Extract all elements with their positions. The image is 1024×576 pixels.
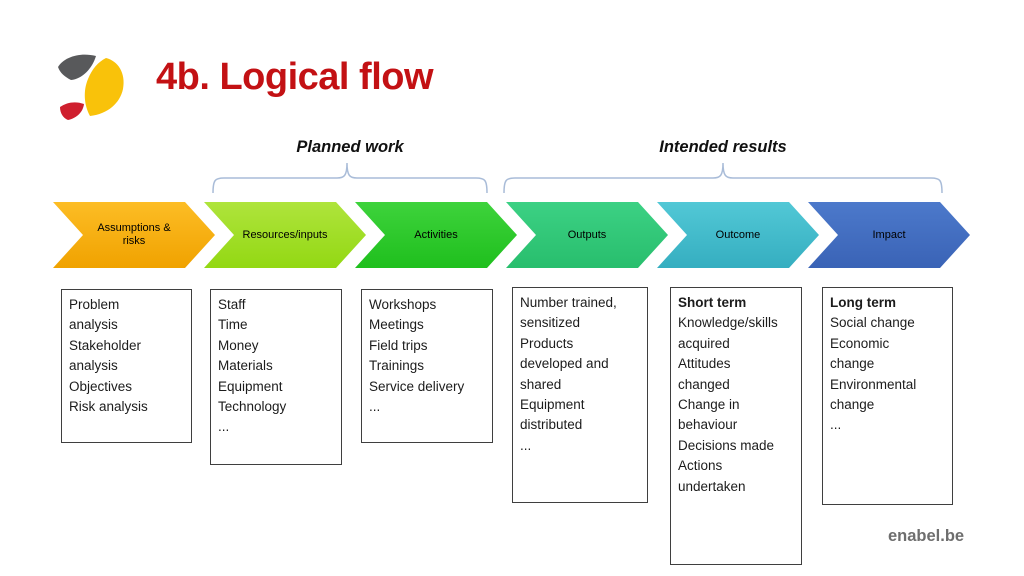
activities-box: Workshops Meetings Field trips Trainings… — [361, 289, 493, 443]
box-body: Staff Time Money Materials Equipment Tec… — [218, 297, 287, 435]
chevron-impact: Impact — [808, 202, 970, 268]
bracket-line — [503, 162, 943, 194]
outputs-box: Number trained, sensitized Products deve… — [512, 287, 648, 503]
bracket-line — [212, 162, 488, 194]
box-body: Knowledge/skills acquired Attitudes chan… — [678, 315, 778, 494]
box-body: Social change Economic change Environmen… — [830, 315, 917, 433]
chevron-resources-inputs: Resources/inputs — [204, 202, 366, 268]
intended-results-label: Intended results — [659, 138, 787, 156]
enabel-bird-logo-icon — [58, 54, 124, 120]
box-heading: Short term — [678, 295, 747, 310]
resources-inputs-box: Staff Time Money Materials Equipment Tec… — [210, 289, 342, 465]
planned-work-bracket — [212, 162, 488, 194]
chevron-assumptions-risks: Assumptions & risks — [53, 202, 215, 268]
box-body: Workshops Meetings Field trips Trainings… — [369, 297, 465, 415]
box-heading: Long term — [830, 295, 896, 310]
planned-work-label: Planned work — [296, 138, 404, 156]
assumptions-risks-box: Problem analysis Stakeholder analysis Ob… — [61, 289, 192, 443]
box-body: Number trained, sensitized Products deve… — [520, 295, 617, 453]
chevron-outputs: Outputs — [506, 202, 668, 268]
page-title: 4b. Logical flow — [156, 56, 434, 98]
box-body: Problem analysis Stakeholder analysis Ob… — [69, 297, 148, 415]
chevron-outcome: Outcome — [657, 202, 819, 268]
chevron-activities: Activities — [355, 202, 517, 268]
brand-logo-text: enabel.be — [888, 527, 965, 545]
intended-results-bracket — [503, 162, 943, 194]
